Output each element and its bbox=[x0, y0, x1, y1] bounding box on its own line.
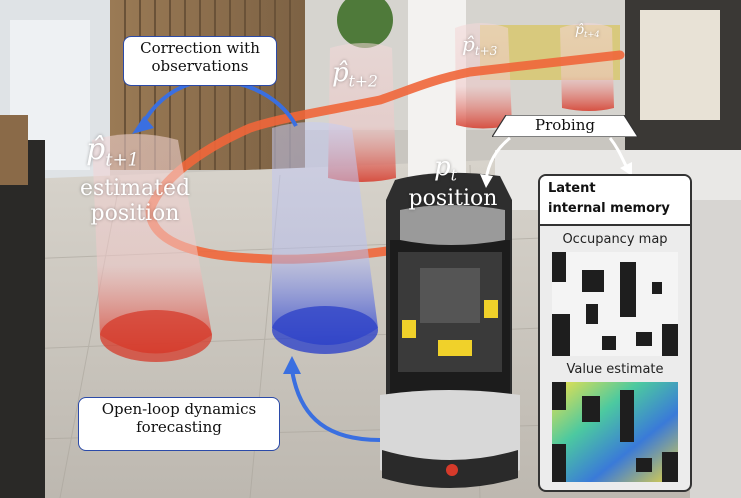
occupancy-map-image bbox=[552, 252, 678, 356]
p-t-label: pt bbox=[434, 152, 457, 185]
p-t-plus-4-label: p̂t+4 bbox=[575, 22, 600, 39]
open-loop-label: Open-loop dynamics forecasting bbox=[78, 397, 280, 451]
p-t-plus-2-label: p̂t+2 bbox=[332, 58, 378, 91]
panel-header: Latent internal memory bbox=[540, 176, 690, 226]
correction-line-1: Correction with bbox=[140, 39, 260, 57]
latent-memory-panel: Latent internal memory Occupancy map Val… bbox=[538, 174, 692, 492]
open-loop-line-1: Open-loop dynamics bbox=[101, 400, 257, 418]
panel-title-line-1: Latent bbox=[548, 181, 596, 196]
open-loop-line-2: forecasting bbox=[136, 418, 222, 436]
correction-label: Correction with observations bbox=[123, 36, 277, 86]
occupancy-map-title: Occupancy map bbox=[562, 232, 668, 247]
p-t-plus-3-label: p̂t+3 bbox=[462, 32, 498, 59]
value-estimate-image bbox=[552, 382, 678, 482]
current-position-label: position bbox=[408, 186, 498, 211]
correction-line-2: observations bbox=[151, 57, 249, 75]
probing-label: Probing bbox=[535, 116, 595, 134]
p-t-plus-1-label: p̂t+1 bbox=[86, 132, 139, 171]
value-estimate-title: Value estimate bbox=[566, 362, 664, 377]
estimated-position-label: estimated position bbox=[79, 176, 191, 227]
probing-shape bbox=[492, 115, 638, 137]
panel-title-line-2: internal memory bbox=[548, 201, 670, 216]
robot-illustration bbox=[380, 172, 520, 488]
